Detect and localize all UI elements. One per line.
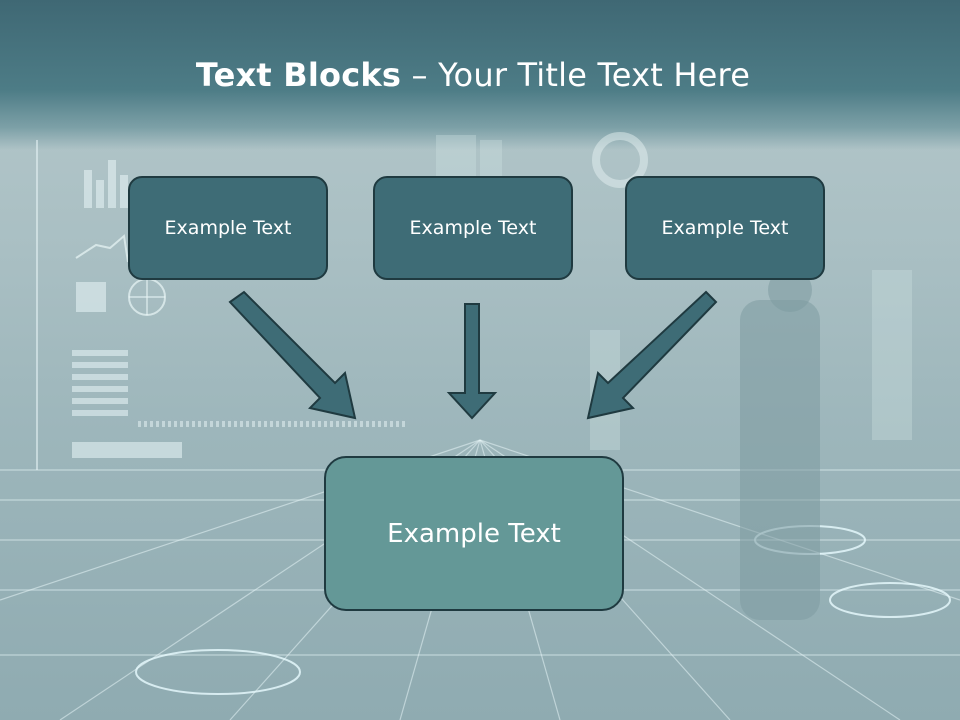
title-band <box>0 0 960 150</box>
text-block-1: Example Text <box>128 176 328 280</box>
center-text-block: Example Text <box>324 456 624 611</box>
text-block-2-label: Example Text <box>409 217 537 239</box>
text-block-1-label: Example Text <box>164 217 292 239</box>
arrow-left <box>228 290 357 420</box>
text-block-2: Example Text <box>373 176 573 280</box>
text-block-3: Example Text <box>625 176 825 280</box>
arrow-center <box>446 303 498 420</box>
text-block-3-label: Example Text <box>661 217 789 239</box>
center-text-block-label: Example Text <box>387 518 561 549</box>
title-dash: – <box>401 56 439 94</box>
slide-title: Text Blocks – Your Title Text Here <box>0 56 946 94</box>
title-bold: Text Blocks <box>195 56 402 94</box>
arrow-right <box>586 290 718 420</box>
title-rest: Your Title Text Here <box>438 56 751 94</box>
